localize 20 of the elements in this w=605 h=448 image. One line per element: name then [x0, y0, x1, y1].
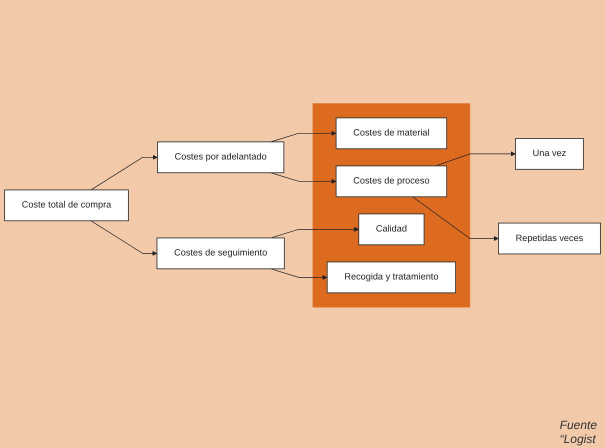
source-note: “Logist [560, 432, 597, 446]
arrow [90, 154, 158, 190]
node-box: Una vez [515, 138, 584, 170]
node-box: Recogida y tratamiento [326, 261, 456, 293]
node-box: Costes de material [336, 117, 448, 149]
node-box: Costes de proceso [336, 165, 448, 197]
arrow [270, 268, 328, 280]
source-note: Fuente [560, 418, 597, 432]
arrow [90, 220, 158, 256]
arrow [270, 226, 359, 238]
node-box: Costes de seguimiento [156, 237, 285, 269]
node-box: Costes por adelantado [157, 141, 284, 173]
arrow [270, 130, 336, 142]
arrow [412, 196, 499, 241]
node-box: Repetidas veces [498, 222, 601, 254]
arrow [270, 172, 336, 184]
cluster [312, 102, 470, 308]
node-box: Coste total de compra [4, 189, 129, 221]
node-box: Calidad [358, 213, 424, 245]
arrow [435, 151, 516, 166]
